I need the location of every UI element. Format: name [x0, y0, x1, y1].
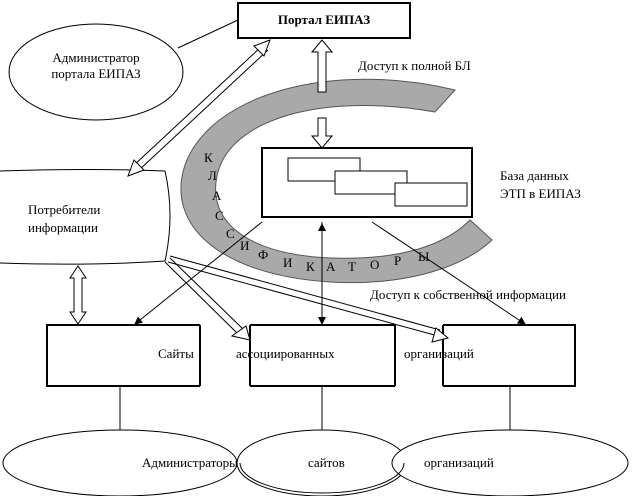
classifier-letter: И [283, 255, 293, 270]
db-to-sites-arrows [134, 221, 526, 325]
classifier-letter: Ф [258, 247, 269, 262]
admins-word1: Администраторы [142, 455, 238, 470]
classifier-letter: К [306, 259, 315, 274]
classifier-letter: И [240, 238, 250, 253]
admin-portal-line2: портала ЕИПАЗ [51, 66, 141, 81]
consumers-shape [0, 169, 171, 265]
classifier-letter: Ы [418, 249, 430, 264]
portal-box [237, 2, 411, 39]
classifier-letter: К [204, 150, 213, 165]
database-line2: ЭТП в ЕИПАЗ [500, 186, 581, 201]
admin-portal-line1: Администратор [52, 50, 140, 65]
consumers-to-sites-hollow-arrows [164, 255, 450, 343]
classifier-letter: Т [348, 259, 356, 274]
portal-consumers-arrow [127, 39, 271, 177]
admins-word3: организаций [424, 455, 494, 470]
classifier-letter: О [370, 257, 380, 272]
sites-word1: Сайты [158, 346, 194, 361]
full-db-access-label: Доступ к полной БЛ [358, 58, 471, 73]
consumers-line1: Потребители [28, 202, 101, 217]
classifier-letter: Р [394, 253, 402, 268]
portal-title: Портал ЕИПАЗ [277, 12, 371, 27]
admins-ellipse-2-mask [239, 462, 405, 494]
classifier-letter: С [226, 226, 235, 241]
consumers-line2: информации [28, 220, 98, 235]
admins-word2: сайтов [308, 455, 345, 470]
sites-box [46, 324, 576, 387]
database-line1: База данных [500, 168, 569, 183]
sites-word3: организаций [404, 346, 474, 361]
classifier-letter: А [212, 188, 222, 203]
classifiers-arc [180, 78, 493, 284]
admins-ellipse-3 [391, 429, 629, 496]
consumers-sites-arrow [69, 265, 87, 325]
own-info-access-label: Доступ к собственной информации [370, 287, 566, 302]
admin-portal-connector [177, 19, 239, 49]
admin-portal-ellipse [8, 23, 184, 121]
classifier-letter: А [326, 259, 336, 274]
portal-db-double-arrow [310, 39, 334, 149]
classifier-letter: Л [208, 168, 217, 183]
classifier-letter: С [215, 208, 224, 223]
database-table-3 [394, 182, 468, 207]
sites-word2: ассоциированных [236, 346, 335, 361]
